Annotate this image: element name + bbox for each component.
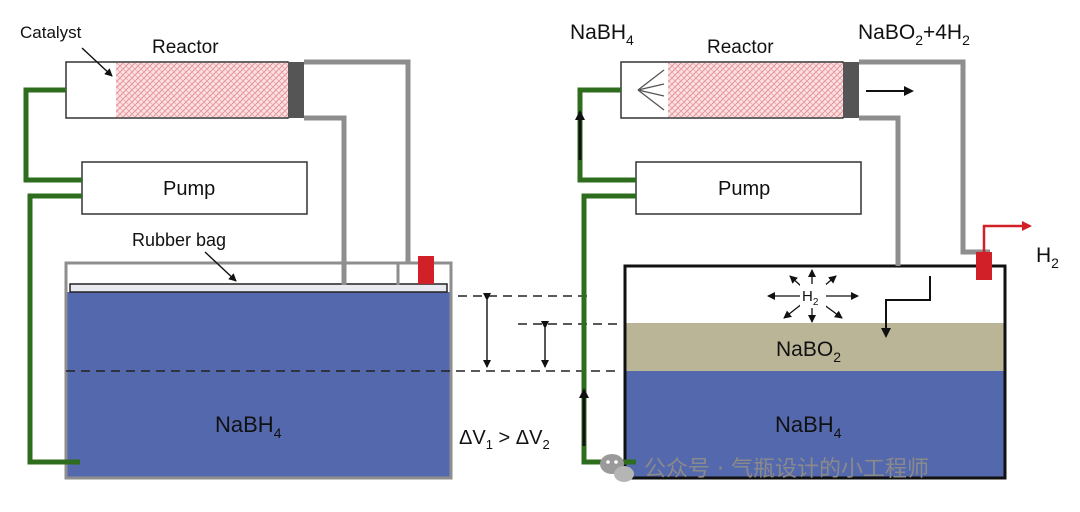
rubber-bag xyxy=(69,283,448,293)
right-pump-label: Pump xyxy=(718,178,770,200)
watermark: 公众号 · 气瓶设计的小工程师 xyxy=(600,454,929,482)
right-nabh4-liquid xyxy=(625,371,1005,478)
spray-nozzle-icon xyxy=(637,69,665,111)
left-return-pipe xyxy=(304,59,411,285)
nabo2-deposit-arrow xyxy=(881,276,931,338)
left-pump xyxy=(81,161,308,215)
rubber-bag-label: Rubber bag xyxy=(132,230,226,250)
wechat-icon xyxy=(600,454,634,482)
left-system: Catalyst Reactor Pump Rubber bag NaBH4 xyxy=(20,23,453,480)
right-pump xyxy=(635,161,862,215)
left-pump-label: Pump xyxy=(163,178,215,200)
right-tank-label: NaBH4 xyxy=(775,412,842,441)
rubber-bag-pointer xyxy=(204,251,237,282)
right-nabo2-layer xyxy=(625,323,1005,371)
left-tank-liquid xyxy=(66,292,451,478)
right-valve xyxy=(976,252,992,280)
right-return-pipe xyxy=(859,59,990,266)
level-indicators: ΔV1 > ΔV2 xyxy=(66,293,620,452)
left-feed-pipe xyxy=(23,87,82,465)
left-tank-label: NaBH4 xyxy=(215,412,282,441)
catalyst-label: Catalyst xyxy=(20,23,82,42)
right-reactor-cap xyxy=(843,62,859,118)
right-system: NaBH4 Reactor NaBO2+4H2 Pump H2 H2 NaBO2… xyxy=(570,21,1059,480)
catalyst-pointer xyxy=(81,47,113,77)
watermark-text: 公众号 · 气瓶设计的小工程师 xyxy=(644,457,929,482)
outlet-label: NaBO2+4H2 xyxy=(858,21,970,48)
left-reactor-cap xyxy=(288,62,304,118)
left-reactor-label: Reactor xyxy=(152,37,219,58)
inlet-label: NaBH4 xyxy=(570,21,634,48)
h2-bubble-label: H2 xyxy=(802,288,819,308)
nabo2-label: NaBO2 xyxy=(776,338,841,365)
left-valve xyxy=(418,256,434,284)
right-tank-outline xyxy=(623,264,1007,480)
volume-relation: ΔV1 > ΔV2 xyxy=(459,427,550,452)
h2-output-label: H2 xyxy=(1036,244,1059,271)
left-catalyst-bed xyxy=(116,63,288,117)
right-catalyst-bed xyxy=(668,63,843,117)
h2-outlet-pipe xyxy=(982,221,1032,252)
right-reactor-label: Reactor xyxy=(707,37,774,58)
